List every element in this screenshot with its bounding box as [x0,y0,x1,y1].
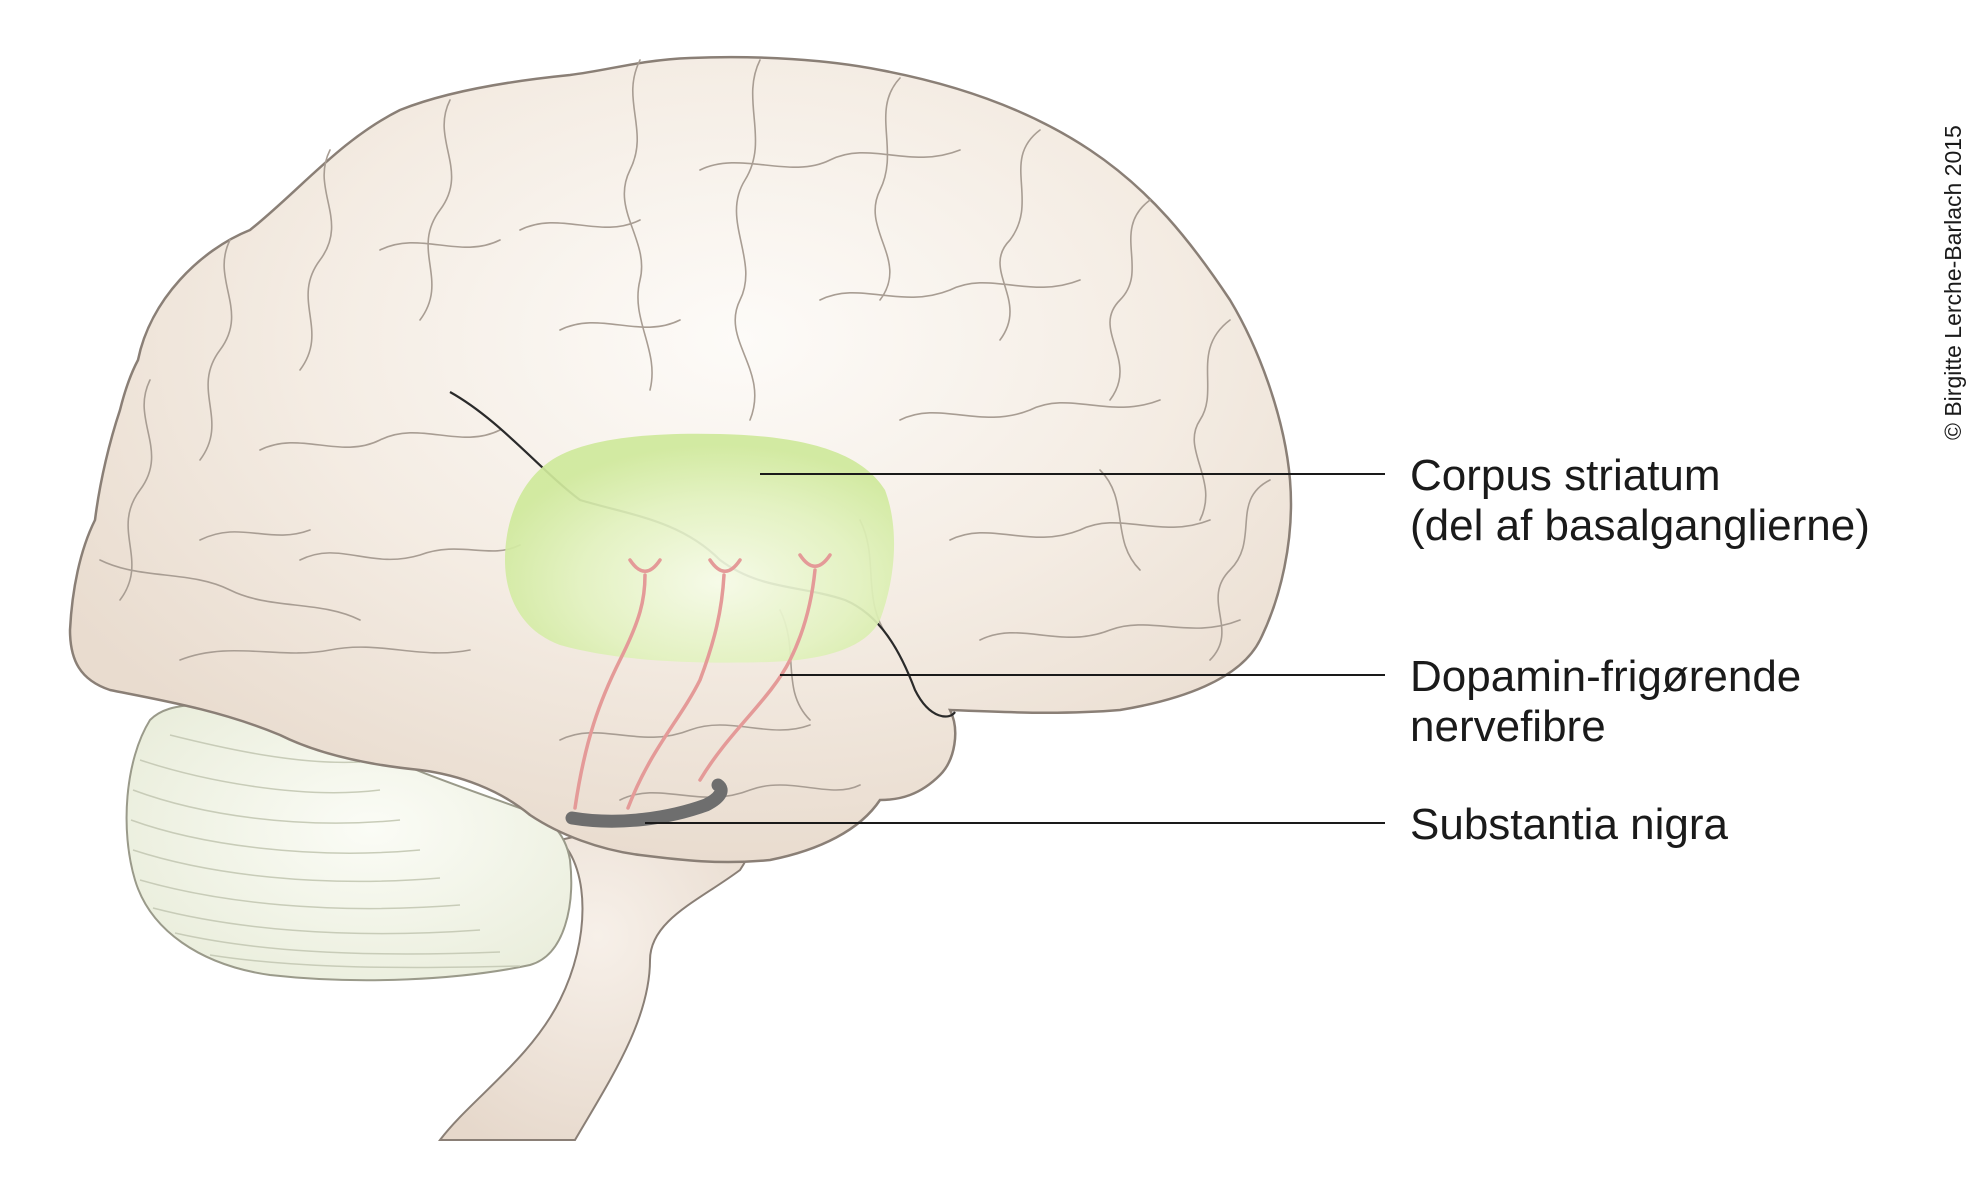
label-dopamine-fibres-line1: Dopamin-frigørende [1410,652,1802,701]
leader-lines [645,473,1385,824]
label-corpus-striatum-line2: (del af basalganglierne) [1410,501,1870,550]
substantia-nigra-shape [565,778,728,828]
cerebellum-shape [125,703,573,982]
brain-gyri [99,59,1271,801]
label-dopamine-fibres: Dopamin-frigørende nervefibre [1410,652,1801,752]
label-corpus-striatum: Corpus striatum (del af basalganglierne) [1410,451,1870,551]
brainstem-shape [437,798,756,1141]
label-dopamine-fibres-line2: nervefibre [1410,702,1606,751]
dopamine-nerve-fibres [573,553,832,810]
label-corpus-striatum-line1: Corpus striatum [1410,451,1721,500]
label-substantia-nigra: Substantia nigra [1410,800,1728,850]
copyright-notice: © Birgitte Lerche-Barlach 2015 [1940,125,1966,440]
label-substantia-nigra-line1: Substantia nigra [1410,800,1728,849]
corpus-striatum-shape [505,433,895,663]
